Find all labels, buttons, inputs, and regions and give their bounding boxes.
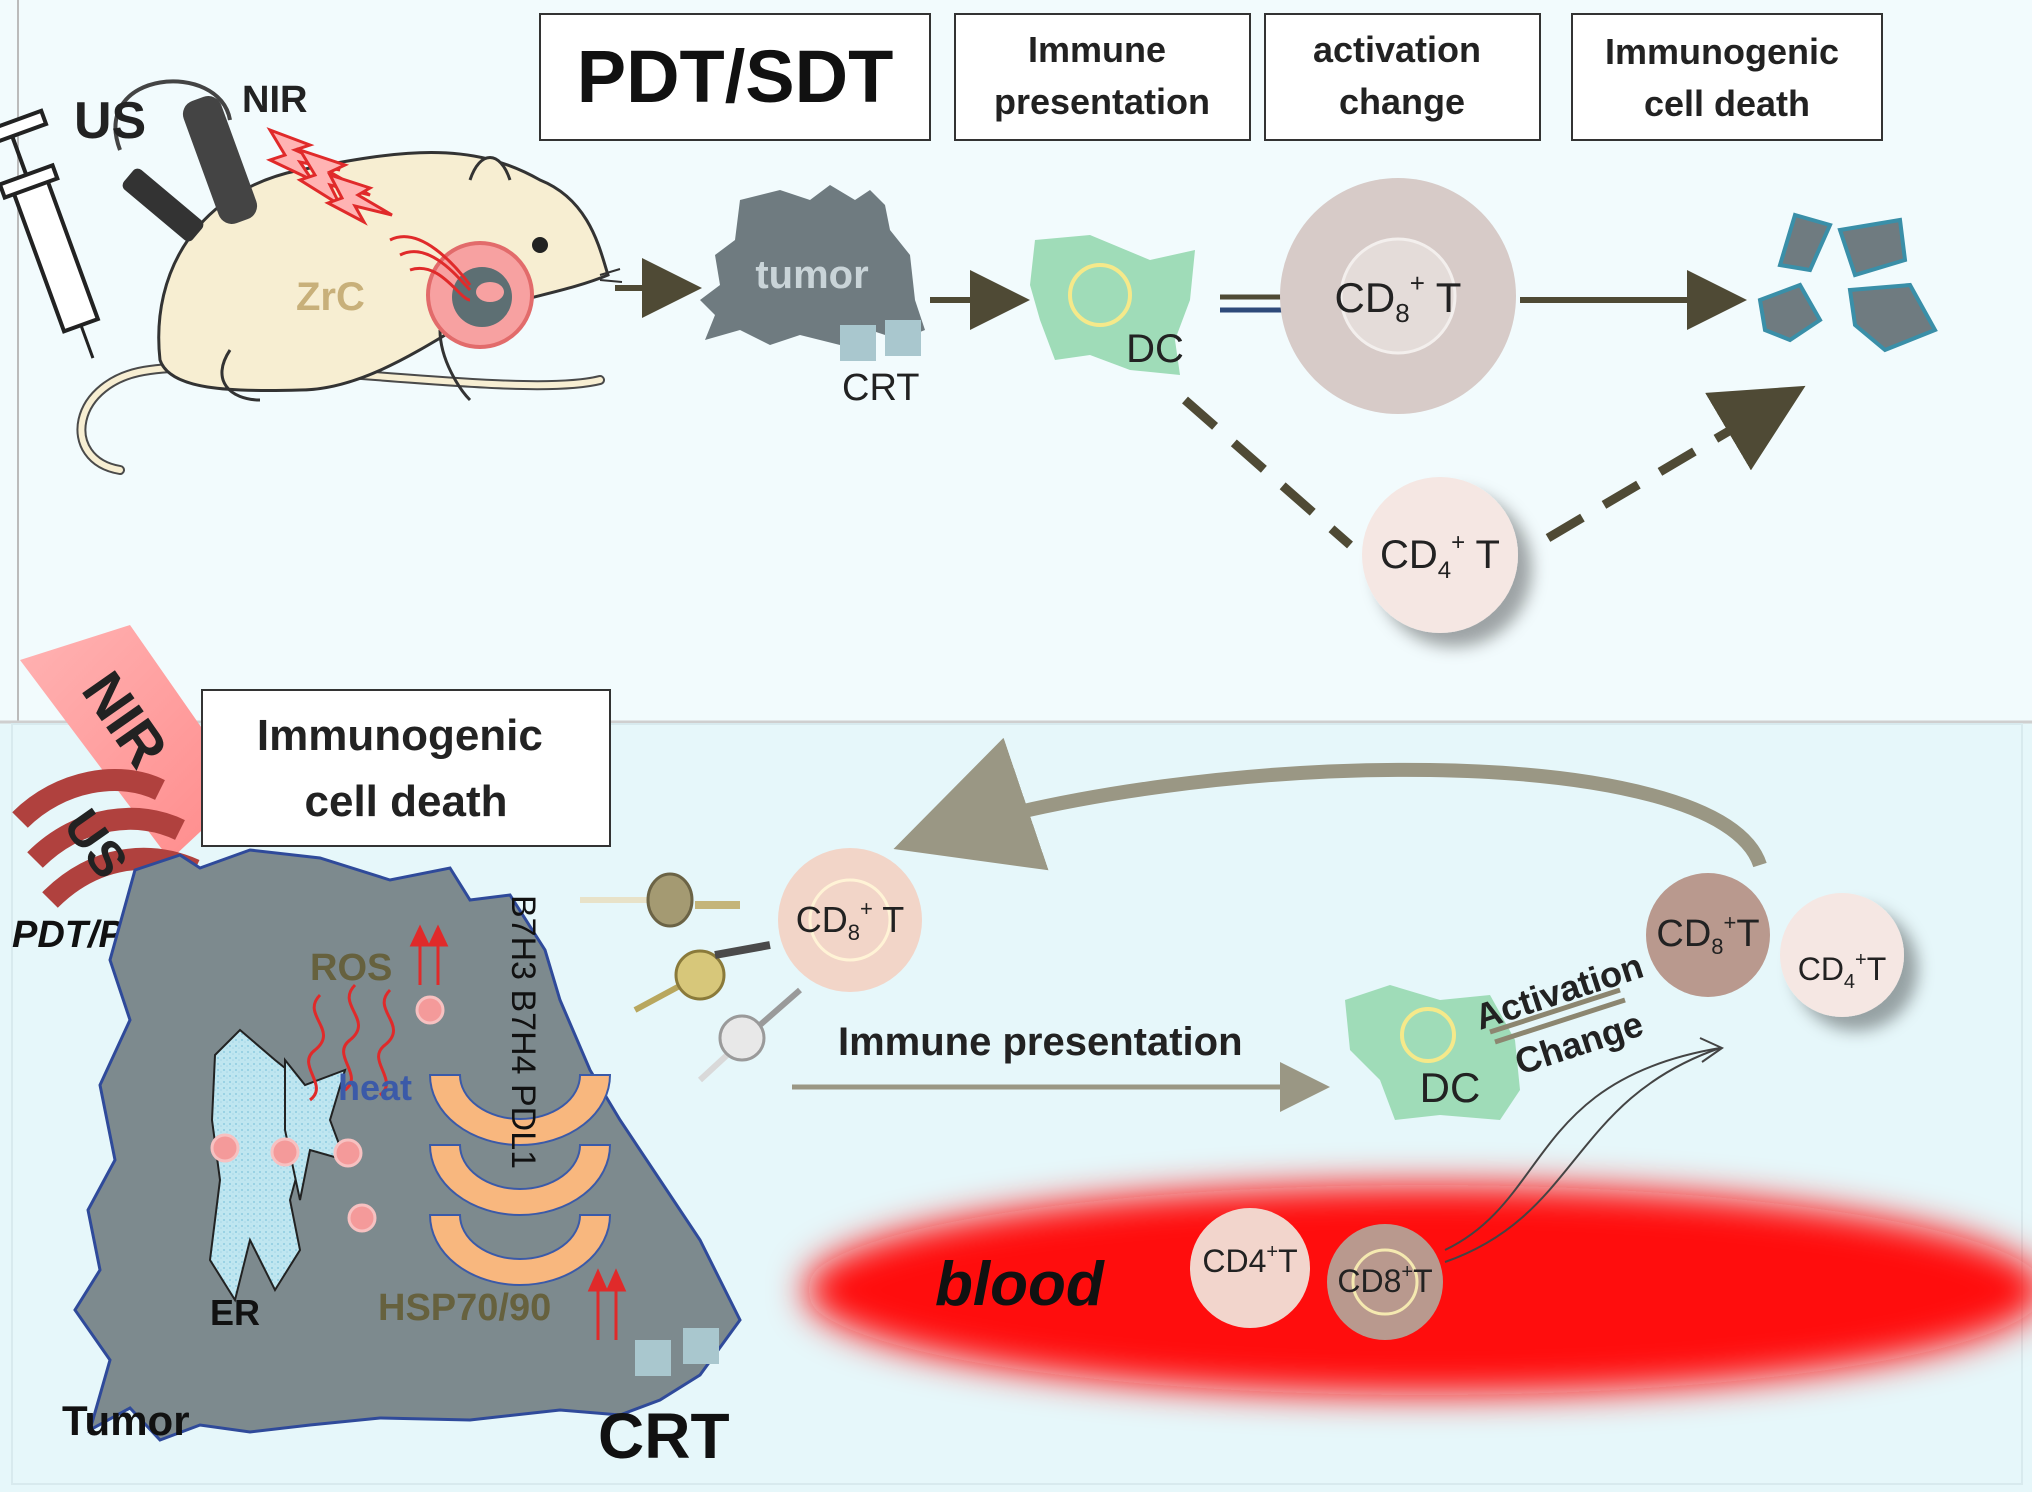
bottom-panel-border [11, 723, 2023, 1485]
er-structure [208, 1028, 307, 1303]
nir-lightning-icon [265, 127, 393, 226]
header-box-bottom-immunogenic [201, 689, 611, 847]
crt-label-top: CRT [842, 367, 919, 409]
cd4-t-cell-top [1362, 477, 1518, 633]
curved-arrow-blood-to-tcells [1444, 1047, 1721, 1251]
er-label: ER [210, 1292, 260, 1333]
dc-nucleus-bottom [1400, 1007, 1456, 1063]
hsp-up-arrows-icon [587, 1268, 627, 1340]
curved-arrow-blood-to-tcells-2 [1444, 1047, 1721, 1263]
header-activation-change-text: activation change [1313, 29, 1491, 122]
dc-cell-bottom [1345, 985, 1520, 1120]
dc-cell-top [1030, 235, 1195, 375]
pink-vesicles [210, 995, 445, 1233]
tumor-cell-bottom [73, 848, 742, 1442]
header-box-activation-change [1264, 13, 1541, 141]
dead-cell-fragments-icon [1757, 212, 1938, 353]
cd4-t-cell-bottom-right [1780, 893, 1904, 1017]
immune-presentation-label-bottom: Immune presentation [838, 1020, 1243, 1064]
hsp-label: HSP70/90 [378, 1287, 551, 1329]
blood-cd8-label: CD8+T [1337, 1261, 1432, 1299]
activation-line-1 [1489, 987, 1621, 1035]
crt-square-bottom-2 [683, 1328, 719, 1364]
crt-square-1 [840, 325, 876, 361]
nir-label: NIR [242, 79, 307, 121]
nir-beam-bottom [20, 625, 245, 860]
dc-label-top: DC [1126, 327, 1184, 371]
crt-square-2 [885, 320, 921, 356]
ros-label: ROS [310, 947, 392, 989]
blood-cd8-t-nucleus [1351, 1248, 1419, 1316]
blood-cd4-label: CD4+T [1202, 1241, 1297, 1279]
cd8-t-nucleus-bottom-left [808, 878, 892, 962]
heat-waves-icon [307, 983, 395, 1102]
syringe-icon [0, 108, 101, 359]
header-box-immune-presentation [954, 13, 1251, 141]
cd4-label-top: CD4+ T [1380, 529, 1500, 584]
tumor-cell-top [700, 185, 925, 345]
heat-label: heat [338, 1067, 412, 1108]
tumor-label-bottom: Tumor [62, 1397, 190, 1444]
us-label: US [74, 92, 146, 150]
crt-square-bottom-1 [635, 1340, 671, 1376]
dc-label-bottom: DC [1420, 1064, 1481, 1111]
header-box-immunogenic-cell-death [1571, 13, 1883, 141]
cd8-label-top: CD8+ T [1335, 268, 1462, 328]
cd8-t-nucleus-top [1339, 237, 1457, 355]
crt-label-bottom: CRT [598, 1400, 730, 1472]
blood-cd4-t-cell [1190, 1208, 1310, 1328]
dashed-arrow-dc-to-cd4 [1182, 396, 1353, 549]
dc-nucleus-top [1068, 263, 1132, 327]
header-bottom-immunogenic-text: Immunogenic cell death [257, 711, 555, 826]
cd8-label-bottom-left: CD8+ T [796, 896, 904, 945]
dashed-arrow-cd4-to-dead-cells [1545, 385, 1806, 542]
header-box-pdt-sdt [539, 13, 931, 141]
ultrasound-probe-icon [113, 79, 258, 242]
blood-label: blood [935, 1250, 1105, 1319]
header-immunogenic-text: Immunogenic cell death [1605, 31, 1849, 124]
cd8-label-bottom-right: CD8+T [1656, 910, 1759, 959]
activation-line-2 [1494, 997, 1626, 1045]
cd8-t-cell-bottom-left [778, 848, 922, 992]
header-immune-presentation-text: Immune presentation [994, 29, 1210, 122]
cd4-label-bottom-right: CD4+T [1798, 949, 1887, 993]
mouse-illustration [76, 151, 623, 475]
header-pdt-sdt-text: PDT/SDT [577, 35, 894, 118]
zrc-label: ZrC [296, 275, 365, 319]
curved-arrow-head [1699, 1037, 1725, 1063]
curved-arrow-feedback [893, 737, 1767, 871]
blood-cd8-t-cell [1327, 1224, 1443, 1340]
checkpoint-labels: B7H3 B7H4 PDL1 [504, 895, 542, 1169]
hsp-chaperone-arcs [428, 1074, 612, 1286]
checkpoint-receptors [580, 872, 802, 1083]
cd8-t-cell-bottom-right [1646, 873, 1770, 997]
tumor-label-top: tumor [755, 253, 868, 297]
ros-up-arrows-icon [409, 924, 449, 985]
